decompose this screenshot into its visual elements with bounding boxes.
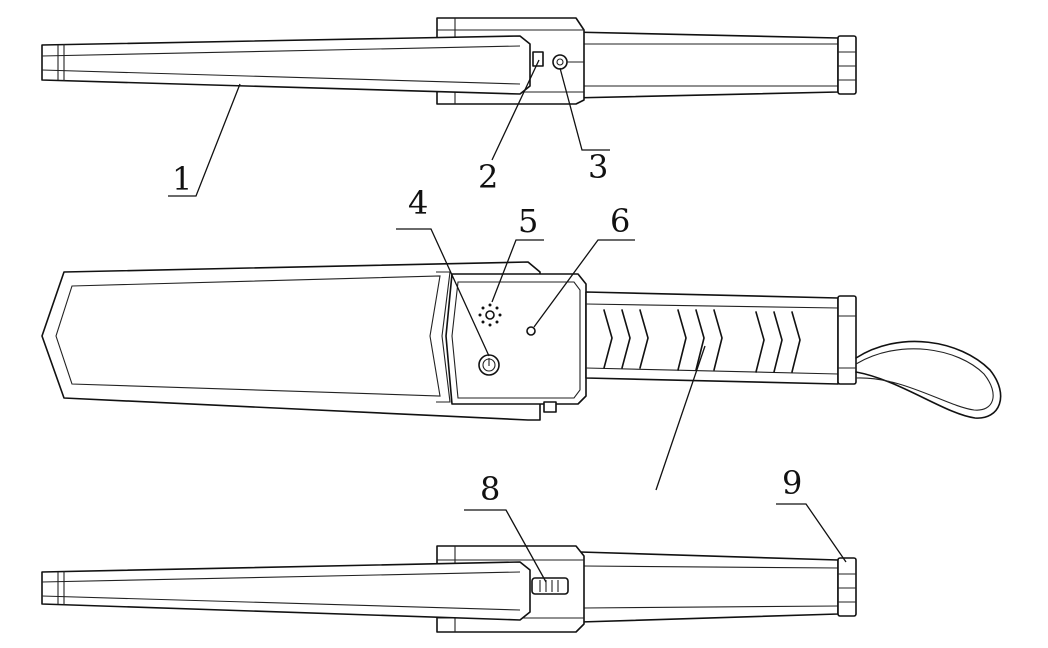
callout-label-9: 9: [782, 464, 802, 502]
front-view-detector: [41, 261, 1002, 421]
callout-label-3: 3: [588, 148, 608, 186]
sensitivity-switch: [532, 51, 544, 67]
top-view-controls: [532, 51, 584, 70]
callout-label-2: 2: [478, 158, 498, 196]
callout-9: 9: [776, 464, 847, 563]
wrist-strap: [855, 340, 1002, 419]
battery-cover-slide: [531, 577, 569, 595]
front-view-paddle: [41, 261, 541, 421]
callout-label-1: 1: [172, 160, 192, 198]
callout-3: 3: [559, 67, 610, 186]
top-view-detection-head: [41, 35, 531, 95]
grip-leader-line: [655, 345, 706, 491]
grip-chevrons: [603, 309, 801, 373]
callout-6: 6: [533, 202, 635, 328]
front-view-handle: [585, 291, 857, 385]
earphone-jack: [552, 54, 568, 70]
front-view-control-panel: [445, 273, 587, 413]
callout-label-8: 8: [480, 470, 500, 508]
bottom-view-handle: [579, 551, 857, 623]
callout-label-5: 5: [518, 202, 538, 240]
callout-5: 5: [491, 202, 544, 303]
bottom-view-detector: [41, 545, 857, 633]
callout-4: 4: [396, 184, 490, 357]
callout-label-4: 4: [408, 184, 428, 222]
bottom-view-detection-head: [41, 561, 531, 621]
callout-8: 8: [464, 470, 547, 583]
top-view-handle: [569, 31, 857, 99]
indicator-light-icon: [478, 303, 502, 327]
callout-1: 1: [168, 83, 241, 198]
alarm-light: [526, 326, 536, 336]
top-view-detector: [41, 17, 857, 105]
callout-2: 2: [478, 59, 540, 196]
callout-label-6: 6: [610, 202, 630, 240]
